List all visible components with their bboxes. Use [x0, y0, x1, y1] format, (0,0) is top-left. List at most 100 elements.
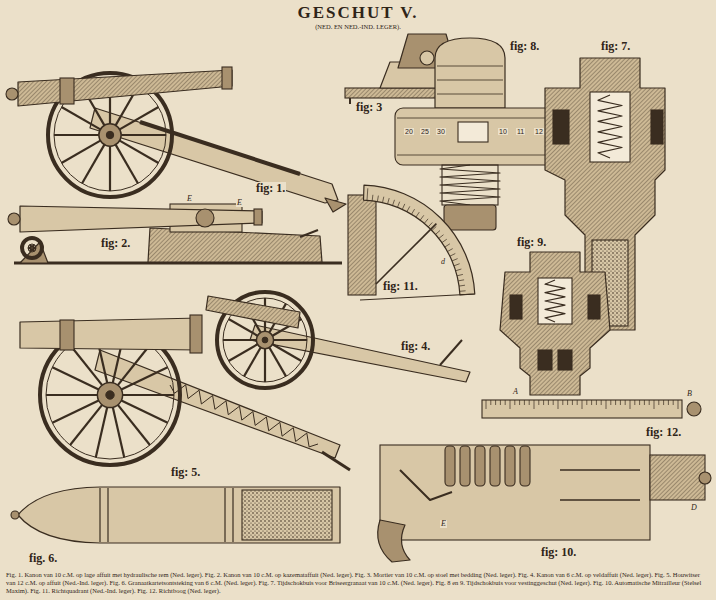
scale-tick [486, 400, 487, 409]
shell-body [18, 487, 340, 543]
scale-tick [524, 400, 525, 405]
scale-tick [620, 400, 621, 405]
scale-tick [514, 400, 515, 405]
scale-tick [610, 400, 611, 405]
dial-ring [397, 118, 553, 119]
spring-chamber [590, 92, 630, 162]
figure-label: fig: 2. [100, 237, 131, 249]
fuze-tip [11, 511, 19, 519]
carriage-wheel [106, 131, 113, 138]
scale-tick [543, 400, 544, 405]
callout-letter: E [186, 195, 193, 203]
cartridge [505, 446, 515, 486]
plate-title: GESCHUT V. [295, 4, 420, 21]
crank-lever [400, 470, 452, 500]
figure-label: fig: 11. [382, 280, 419, 292]
muzzle [699, 472, 711, 484]
scale-tick [658, 400, 659, 405]
cap-rib [437, 66, 503, 67]
scale-tick [538, 400, 539, 405]
scale-tick [548, 400, 549, 405]
carriage-wheel [256, 331, 273, 348]
scale-tick [428, 223, 432, 227]
lock-rod [560, 469, 640, 471]
scale-tick [615, 400, 616, 405]
scale-tick [495, 400, 496, 405]
carriage-wheel [120, 107, 159, 129]
fuze-section [500, 252, 610, 395]
scale-tick [458, 280, 464, 281]
scale-tick [553, 400, 554, 405]
carriage-wheel [54, 134, 99, 136]
breech-ring [60, 320, 74, 350]
plate-caption: Fig. 1. Kanon van 10 c.M. op lage affuit… [6, 571, 710, 595]
spring-chamber [538, 278, 572, 324]
dial-number: 12 [534, 128, 544, 135]
powder-block [553, 110, 569, 144]
scale-tick [663, 400, 664, 405]
fuze-dial [395, 108, 555, 165]
quadrant-arm [360, 294, 475, 300]
carriage-wheel [97, 382, 122, 407]
carriage-wheel [229, 344, 258, 361]
gun-barrel [20, 206, 262, 232]
recoil-spring [170, 385, 318, 447]
driving-band [99, 488, 100, 542]
callout-letter: E [440, 520, 447, 528]
scale-tick [424, 219, 428, 224]
trail-spade [325, 198, 346, 212]
dial-number: 30 [436, 128, 446, 135]
scale-tick [625, 400, 626, 405]
scale-tick [412, 209, 415, 214]
carriage-wheel [70, 345, 102, 385]
scale-tick [519, 400, 520, 405]
callout-letter: D [690, 504, 698, 512]
roller-wheel [28, 244, 36, 252]
trunnion [196, 209, 214, 227]
scale-tick [606, 400, 607, 409]
figure-label: fig: 3 [355, 101, 383, 113]
scale-tick [383, 197, 384, 203]
powder-block [538, 350, 552, 370]
callout-letter: B [686, 390, 693, 398]
gun-trail [250, 325, 470, 382]
scale-tick [586, 400, 587, 405]
scale-tick [601, 400, 602, 405]
carriage-wheel [52, 400, 98, 422]
trail-spade [322, 452, 350, 470]
breech-ring [60, 78, 74, 104]
dial-number: 10 [498, 128, 508, 135]
figure-label: fig: 1. [255, 182, 286, 194]
figure-label: fig: 4. [400, 340, 431, 352]
scale-tick [654, 400, 655, 409]
fuze-neck [442, 165, 498, 205]
dial-window [458, 122, 488, 142]
callout-letter: E [236, 199, 243, 207]
carriage-wheel [264, 349, 266, 382]
callout-letter: A [512, 388, 519, 396]
carriage-wheel [262, 337, 268, 343]
callout-letter: d [440, 258, 446, 266]
scale-tick [558, 400, 559, 409]
scale-tick [452, 259, 458, 261]
scale-tick [393, 200, 395, 206]
carriage-wheel [116, 145, 138, 184]
scale-tick [534, 400, 535, 409]
scale-tick [457, 274, 463, 275]
scale-tick [372, 195, 374, 201]
subtitle: (NED. EN NED.-IND. LEGER). [314, 24, 402, 31]
carriage-wheel [109, 146, 111, 191]
water-jacket [650, 455, 705, 500]
cascabel [6, 88, 18, 100]
scale-tick [505, 400, 506, 405]
carriage-wheel [274, 339, 307, 341]
scale-tick [416, 212, 419, 217]
driving-band [224, 488, 225, 542]
scale-tick [407, 206, 410, 211]
carriage-wheel [118, 405, 150, 445]
figure-label: fig: 5. [170, 466, 201, 478]
scale-tick [591, 400, 592, 405]
scale-tick [582, 400, 583, 409]
scale-tick [402, 204, 405, 210]
scale-tick [644, 400, 645, 405]
